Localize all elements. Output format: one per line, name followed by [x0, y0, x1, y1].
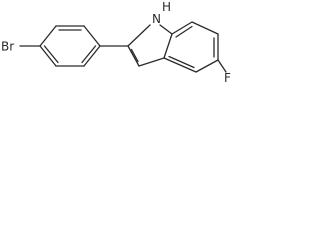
double-bond-inner — [168, 55, 195, 69]
bond — [163, 33, 173, 59]
bond — [39, 45, 57, 67]
bond — [159, 24, 173, 35]
double-bond-inner — [81, 45, 97, 64]
bond — [127, 45, 140, 67]
bond — [195, 59, 219, 73]
atom-label-f: F — [224, 71, 231, 85]
pyrrole-ring — [127, 24, 173, 67]
bond — [83, 25, 101, 47]
bond — [39, 25, 57, 47]
bond — [191, 21, 219, 35]
double-bond-inner — [43, 45, 59, 64]
bond — [138, 57, 165, 67]
fused-benzene-ring — [163, 21, 219, 73]
bond — [217, 59, 227, 73]
bond — [127, 24, 151, 47]
molecule-structure: Br H N F — [1, 0, 231, 85]
atom-label-n: N — [152, 12, 161, 26]
atom-label-h: H — [162, 0, 171, 14]
bond — [83, 45, 101, 67]
atom-label-br: Br — [1, 40, 14, 54]
double-bond-inner — [130, 48, 139, 63]
bond — [171, 21, 193, 35]
bromophenyl-ring — [19, 25, 101, 67]
double-bond-inner — [175, 25, 193, 38]
bond — [163, 57, 197, 73]
